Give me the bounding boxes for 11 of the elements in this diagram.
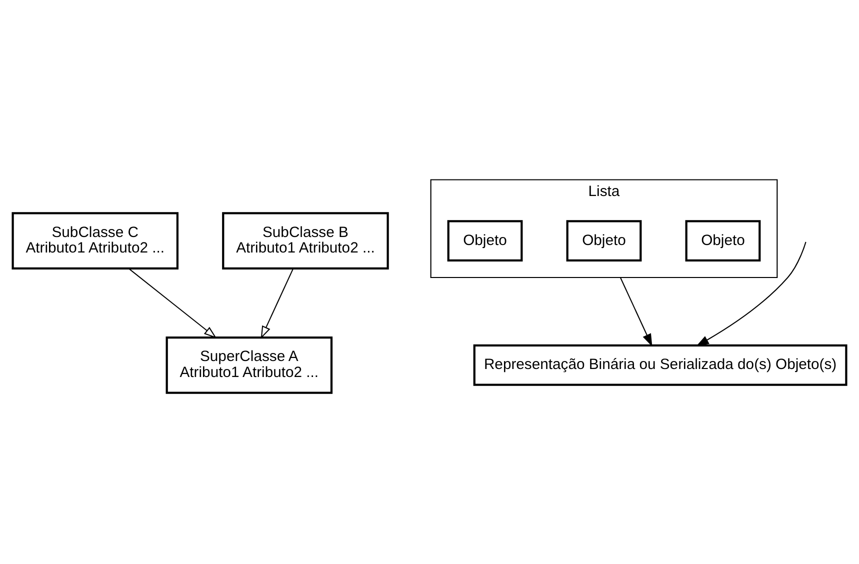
node-box: SubClasse B Atributo1 Atributo2 ... bbox=[222, 212, 389, 270]
node-box: Objeto bbox=[566, 220, 642, 262]
arrow bbox=[620, 277, 652, 347]
arrow bbox=[696, 242, 806, 346]
node-box: SubClasse C Atributo1 Atributo2 ... bbox=[12, 212, 179, 270]
node-box: Objeto bbox=[685, 220, 761, 262]
arrow bbox=[260, 268, 294, 339]
node-box: Representação Binária ou Serializada do(s) Objeto(s) bbox=[473, 344, 848, 386]
arrow bbox=[128, 268, 217, 338]
node-box: Objeto bbox=[447, 220, 523, 262]
node-box: SuperClasse A Atributo1 Atributo2 ... bbox=[166, 336, 333, 394]
